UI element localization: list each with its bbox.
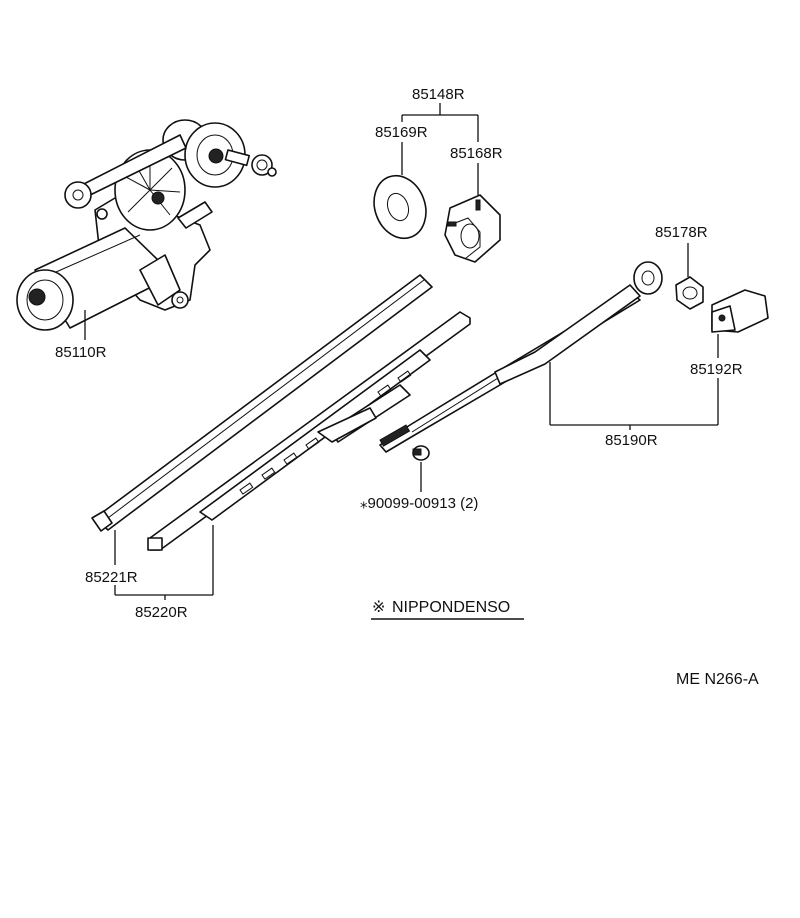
screw-drawing [412, 445, 430, 461]
washer-set-bracket [401, 103, 479, 142]
figure-code: ME N266-A [676, 671, 759, 688]
refill-drawing [91, 274, 433, 532]
blade-bracket [114, 525, 214, 600]
refill-part-number: 85221R [85, 569, 138, 586]
legend-mark: ※ [372, 599, 385, 616]
cap-part-number: 85192R [690, 361, 743, 378]
bushing-drawing [444, 194, 501, 263]
legend: ※ NIPPONDENSO [371, 599, 524, 620]
screw-part-number: ⁎90099-00913 (2) [360, 495, 478, 512]
blade-part-number: 85220R [135, 604, 188, 621]
wiper-motor-drawing [16, 119, 277, 331]
cap-drawing [711, 289, 769, 333]
washer-set-part-number: 85148R [412, 86, 465, 103]
wiper-arm-drawing [379, 261, 663, 453]
washer-part-number: 85169R [375, 124, 428, 141]
washer-drawing [373, 174, 427, 240]
nut-part-number: 85178R [655, 224, 708, 241]
arm-part-number: 85190R [605, 432, 658, 449]
nut-drawing [675, 276, 704, 310]
legend-text: NIPPONDENSO [392, 599, 510, 616]
motor-part-number: 85110R [55, 344, 107, 361]
arm-bracket [549, 362, 719, 430]
blade-drawing [147, 311, 471, 551]
bushing-part-number: 85168R [450, 145, 503, 162]
